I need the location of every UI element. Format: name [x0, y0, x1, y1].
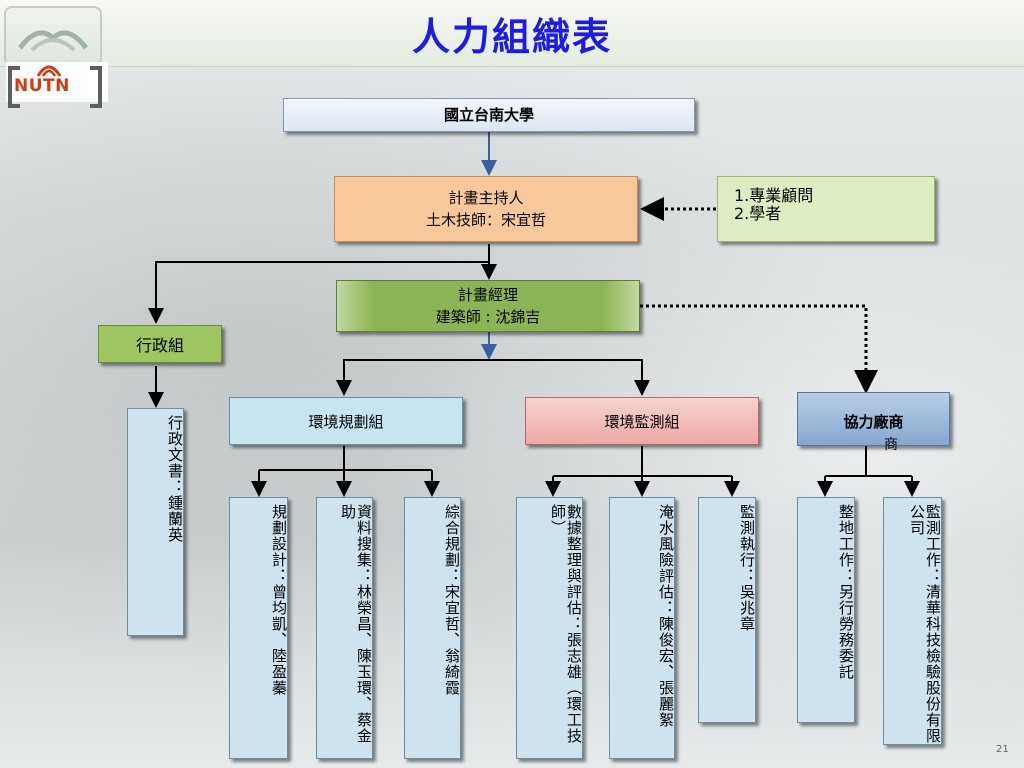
planning-staff-text-3: 綜合規劃：宋宜哲、翁綺霞	[443, 504, 461, 696]
logo-text: NUTN	[14, 76, 70, 96]
university-label: 國立台南大學	[443, 106, 534, 124]
admin-group-label: 行政組	[135, 336, 184, 355]
monitoring-staff-card-1: 數據整理與評估：張志雄（環工技師）	[516, 497, 583, 759]
advisors-label: 1.專業顧問 2.學者	[734, 186, 814, 223]
planning-staff-text-1: 規劃設計：曾均凱、陸盈蓁	[270, 504, 288, 696]
project-manager-label: 計畫經理 建築師 : 沈錦吉	[435, 286, 541, 326]
logo-bracket-left	[8, 66, 20, 108]
logo-emblem-icon	[36, 65, 62, 77]
partners-sub-text: 商	[884, 437, 898, 453]
monitoring-group-node: 環境監測組	[525, 397, 759, 445]
project-host-node: 計畫主持人 土木技師：宋宜哲	[334, 176, 638, 242]
partner-staff-text-1: 整地工作：另行勞務委託	[837, 504, 855, 680]
logo-bracket-right	[90, 66, 102, 108]
university-node: 國立台南大學	[283, 98, 695, 132]
partner-staff-card-2: 監測工作：清華科技檢驗股份有限公司	[883, 497, 942, 745]
monitoring-group-label: 環境監測組	[604, 412, 680, 431]
partner-staff-text-2: 監測工作：清華科技檢驗股份有限公司	[908, 504, 942, 744]
partners-group-node: 協力廠商	[797, 392, 950, 446]
admin-staff-card: 行政文書：鍾蘭英	[127, 408, 184, 636]
planning-staff-card-1: 規劃設計：曾均凱、陸盈蓁	[229, 497, 288, 759]
project-manager-node: 計畫經理 建築師 : 沈錦吉	[336, 280, 640, 332]
admin-group-node: 行政組	[98, 325, 222, 363]
monitoring-staff-text-1: 數據整理與評估：張志雄（環工技師）	[549, 504, 583, 744]
monitoring-staff-text-3: 監測執行：吳兆章	[738, 504, 756, 632]
planning-group-label: 環境規劃組	[308, 412, 384, 431]
planning-staff-card-3: 綜合規劃：宋宜哲、翁綺霞	[404, 497, 461, 759]
page-title: 人力組織表	[411, 15, 612, 59]
title-bar	[0, 0, 1024, 67]
partners-group-label: 協力廠商	[843, 413, 904, 431]
project-host-label: 計畫主持人 土木技師：宋宜哲	[425, 189, 546, 229]
monitoring-staff-text-2: 淹水風險評估：陳俊宏、張麗絮	[657, 504, 675, 728]
planning-group-node: 環境規劃組	[229, 397, 463, 445]
advisors-node: 1.專業顧問 2.學者	[717, 176, 935, 242]
monitoring-staff-card-3: 監測執行：吳兆章	[698, 497, 756, 723]
page-number: 21	[996, 744, 1009, 755]
planning-staff-text-2: 資料搜集：林榮昌、陳玉環、蔡金助	[339, 504, 373, 744]
partner-staff-card-1: 整地工作：另行勞務委託	[797, 497, 855, 723]
planning-staff-card-2: 資料搜集：林榮昌、陳玉環、蔡金助	[316, 497, 373, 759]
monitoring-staff-card-2: 淹水風險評估：陳俊宏、張麗絮	[609, 497, 675, 759]
admin-staff-text: 行政文書：鍾蘭英	[166, 415, 184, 543]
